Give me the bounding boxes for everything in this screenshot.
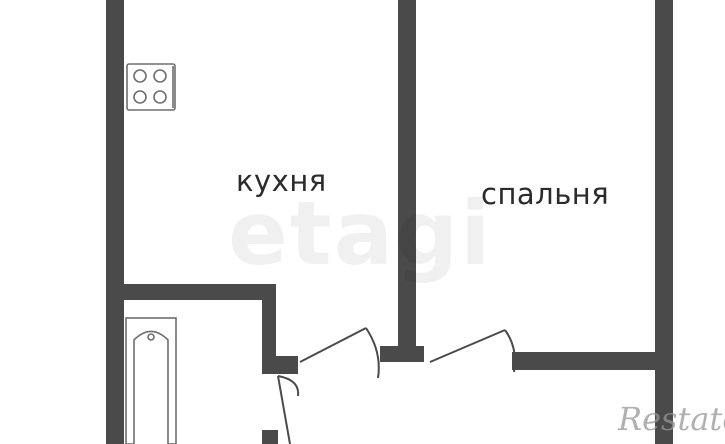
bedroom-bottom-wall — [512, 352, 673, 370]
etagi-watermark: etagi — [228, 182, 493, 285]
walls — [106, 0, 673, 444]
kitchen-bedroom-partition — [398, 0, 416, 358]
bedroom-door-swing-icon — [504, 329, 516, 373]
kitchen-bath-partition — [106, 284, 276, 300]
bath-door-jamb-lower — [262, 430, 278, 444]
bathtub-icon — [125, 317, 177, 444]
bedroom-door-leaf — [429, 329, 506, 363]
bath-door-swing-icon — [277, 375, 300, 397]
left-outer-wall — [106, 0, 124, 444]
bedroom-door — [429, 329, 516, 373]
partition-stub — [380, 346, 424, 362]
bath-door — [277, 375, 300, 444]
room-label-kitchen: кухня — [236, 164, 327, 198]
bath-partition-vertical — [262, 284, 276, 364]
kitchen-door-swing-icon — [365, 327, 380, 379]
stove-icon — [126, 63, 176, 111]
kitchen-door — [299, 327, 380, 379]
room-label-bedroom: спальня — [481, 177, 610, 211]
bath-door-jamb-upper — [262, 356, 298, 374]
right-outer-wall — [655, 0, 673, 444]
kitchen-door-leaf — [299, 327, 367, 363]
bath-door-leaf — [277, 375, 291, 444]
restate-watermark: Restate — [618, 400, 725, 438]
